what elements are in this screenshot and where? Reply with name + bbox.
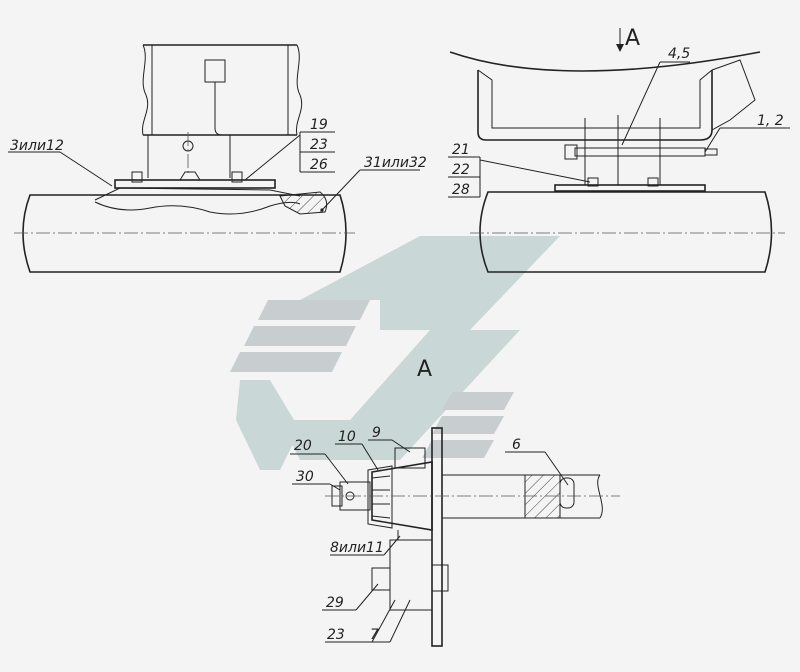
- label-1-2: 1, 2: [757, 113, 784, 129]
- label-21: 21: [452, 142, 470, 158]
- label-31or32: 31или32: [364, 155, 427, 171]
- label-20: 20: [294, 438, 312, 454]
- label-30: 30: [296, 469, 314, 485]
- label-6: 6: [512, 437, 521, 453]
- detail-a-view: [290, 427, 620, 647]
- label-28: 28: [452, 182, 470, 198]
- label-8or11: 8или11: [330, 540, 384, 556]
- label-3or12: 3или12: [10, 138, 64, 154]
- label-26: 26: [310, 157, 328, 173]
- label-4-5: 4,5: [668, 46, 690, 62]
- watermark-logo: [230, 236, 560, 470]
- label-23-left: 23: [310, 137, 328, 153]
- left-assembly-view: [8, 44, 420, 273]
- label-19: 19: [310, 117, 328, 133]
- label-29: 29: [326, 595, 344, 611]
- label-23-detail: 23: [327, 627, 345, 643]
- right-assembly-view: [448, 28, 790, 273]
- view-a-title: А: [417, 357, 432, 382]
- label-22: 22: [452, 162, 470, 178]
- label-7: 7: [370, 627, 379, 643]
- label-10: 10: [338, 429, 356, 445]
- view-arrow-label: А: [625, 26, 640, 51]
- label-9: 9: [372, 425, 381, 441]
